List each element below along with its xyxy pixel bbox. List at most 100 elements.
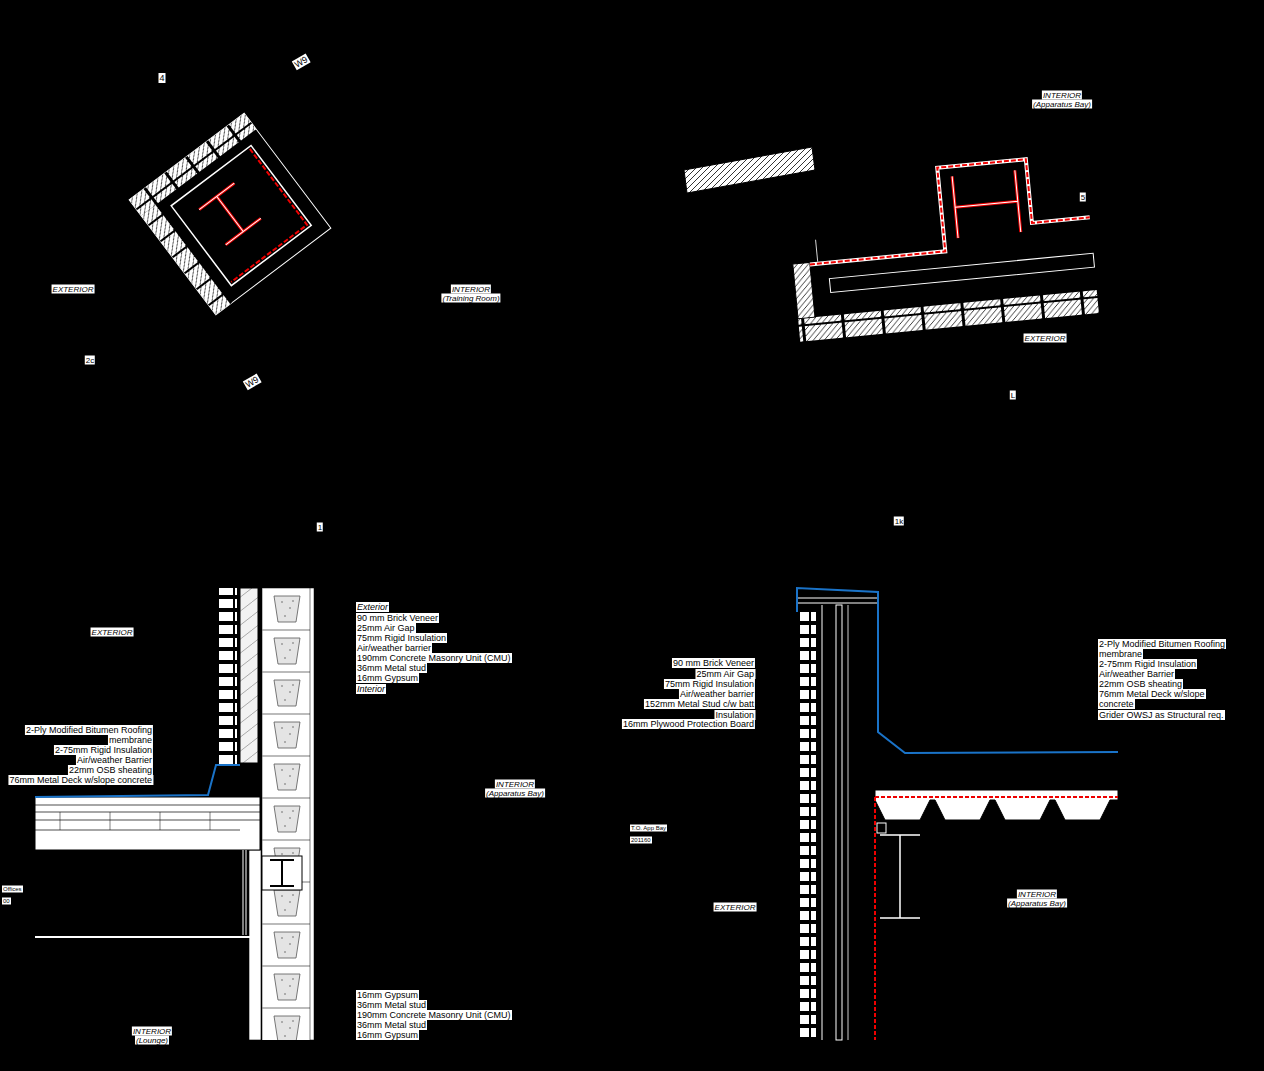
annotation-label: EXTERIOR (91, 628, 134, 637)
annotation-label: Offices (2, 886, 23, 893)
annotation-label: 76mm Metal Deck w/slope concrete (8, 775, 153, 785)
gypsum (310, 588, 314, 1040)
fire-protection (874, 797, 876, 1040)
annotation-label: 90 mm Brick Veneer (672, 658, 755, 668)
column-plan (129, 113, 331, 315)
annotation-label: 2-75mm Rigid Insulation (54, 745, 153, 755)
brick-band (141, 204, 232, 315)
annotation-label: 5 (1080, 193, 1086, 202)
bond-beam (262, 856, 302, 890)
annotation-label: EXTERIOR (52, 285, 95, 294)
steel-column (952, 170, 1021, 238)
roof-assembly (35, 797, 260, 850)
ceiling-line (35, 936, 250, 938)
steel-column (199, 183, 261, 245)
annotation-label: 25mm Air Gap (356, 623, 416, 633)
fire-protection (174, 149, 307, 282)
steel-column (952, 170, 1021, 238)
annotation-label: EXTERIOR (1024, 334, 1067, 343)
cmu-wall (262, 588, 310, 1040)
column-enclosure (802, 154, 1092, 265)
annotation-label: T.O. App Bay (630, 825, 667, 832)
wall-plan (785, 154, 1099, 342)
annotation-label: 16mm Plywood Protection Board (622, 719, 755, 729)
annotation-label: 2-75mm Rigid Insulation (1098, 659, 1197, 669)
annotation-label: 22mm OSB sheating (1098, 679, 1183, 689)
annotation-label: Air/weather Barrier (76, 755, 153, 765)
annotation-label: 00 (2, 898, 11, 905)
annotation-label: Air/weather Barrier (1098, 669, 1175, 679)
roof-layer (35, 805, 260, 830)
annotation-label: Grider OWSJ as Structural req. (1098, 710, 1225, 720)
annotation-label: 90 mm Brick Veneer (356, 613, 439, 623)
brick-veneer (800, 612, 816, 1040)
annotation-label: Exterior (356, 602, 389, 612)
annotation-label: 2-Ply Modified Bitumen Roofing (1098, 639, 1226, 649)
metal-stud (836, 605, 842, 1040)
steel-joist (880, 835, 920, 918)
steel-column (199, 183, 261, 245)
annotation-label: 16mm Gypsum (356, 1030, 419, 1040)
annotation-label: 16mm Gypsum (356, 990, 419, 1000)
annotation-label: 2-Ply Modified Bitumen Roofing (25, 725, 153, 735)
roof-membrane (797, 588, 1118, 753)
brick-band (129, 113, 256, 216)
parapet-cap (797, 598, 878, 603)
annotation-label: 2c (85, 356, 95, 365)
annotation-label: 36mm Metal stud (356, 1000, 427, 1010)
parapet-section (797, 588, 1118, 1040)
leader-line (816, 240, 818, 262)
wall-section (35, 588, 314, 1040)
roof-layer (60, 812, 210, 830)
annotation-label: 1k (894, 517, 904, 526)
steel-joist (243, 850, 246, 935)
gypsum (249, 850, 261, 1040)
annotation-label: 25mm Air Gap (695, 669, 755, 679)
annotation-label: 190mm Concrete Masonry Unit (CMU) (356, 1010, 512, 1020)
annotation-label: 22mm OSB sheating (68, 765, 153, 775)
brick-band (798, 290, 1099, 342)
annotation-label: (Apparatus Bay) (1032, 100, 1092, 109)
annotation-label: W9 (243, 374, 261, 390)
brick-return (793, 262, 815, 318)
annotation-label: 152mm Metal Stud c/w batt (644, 699, 755, 709)
annotation-label: INTERIOR (132, 1027, 172, 1036)
annotation-label: L (1010, 391, 1016, 400)
annotation-label: (Apparatus Bay) (1007, 899, 1067, 908)
annotation-label: Air/weather barrier (679, 689, 755, 699)
annotation-label: 190mm Concrete Masonry Unit (CMU) (356, 653, 512, 663)
column-outline (129, 113, 331, 315)
annotation-label: Air/weather barrier (356, 643, 432, 653)
annotation-label: 75mm Rigid Insulation (356, 633, 447, 643)
annotation-label: concrete (1098, 699, 1135, 709)
annotation-label: (Apparatus Bay) (485, 789, 545, 798)
angle-bracket (877, 823, 886, 833)
air-barrier (822, 605, 823, 1040)
annotation-label: INTERIOR (495, 780, 535, 789)
annotation-label: 36mm Metal stud (356, 663, 427, 673)
annotation-label: membrane (108, 735, 153, 745)
annotation-label: Interior (356, 684, 386, 694)
fire-protection (875, 796, 1118, 798)
annotation-label: 16mm Gypsum (356, 673, 419, 683)
annotation-label: EXTERIOR (714, 903, 757, 912)
annotation-label: membrane (1098, 649, 1143, 659)
annotation-label: 4 (158, 73, 165, 83)
annotation-label: (Training Room) (441, 294, 500, 303)
hatched-slab (684, 147, 815, 193)
brick-veneer (219, 588, 237, 768)
annotation-label: (Lounge) (135, 1036, 169, 1045)
annotation-label: INTERIOR (1042, 91, 1082, 100)
annotation-label: W9 (292, 54, 310, 70)
annotation-label: 1 (317, 523, 323, 532)
annotation-label: 75mm Rigid Insulation (664, 679, 755, 689)
annotation-label: 36mm Metal stud (356, 1020, 427, 1030)
plywood-board (848, 605, 849, 1040)
rigid-insulation (240, 588, 258, 763)
annotation-label: 76mm Metal Deck w/slope (1098, 689, 1206, 699)
column-enclosure (171, 146, 311, 286)
metal-deck (875, 790, 1118, 820)
annotation-label: INTERIOR (1017, 890, 1057, 899)
